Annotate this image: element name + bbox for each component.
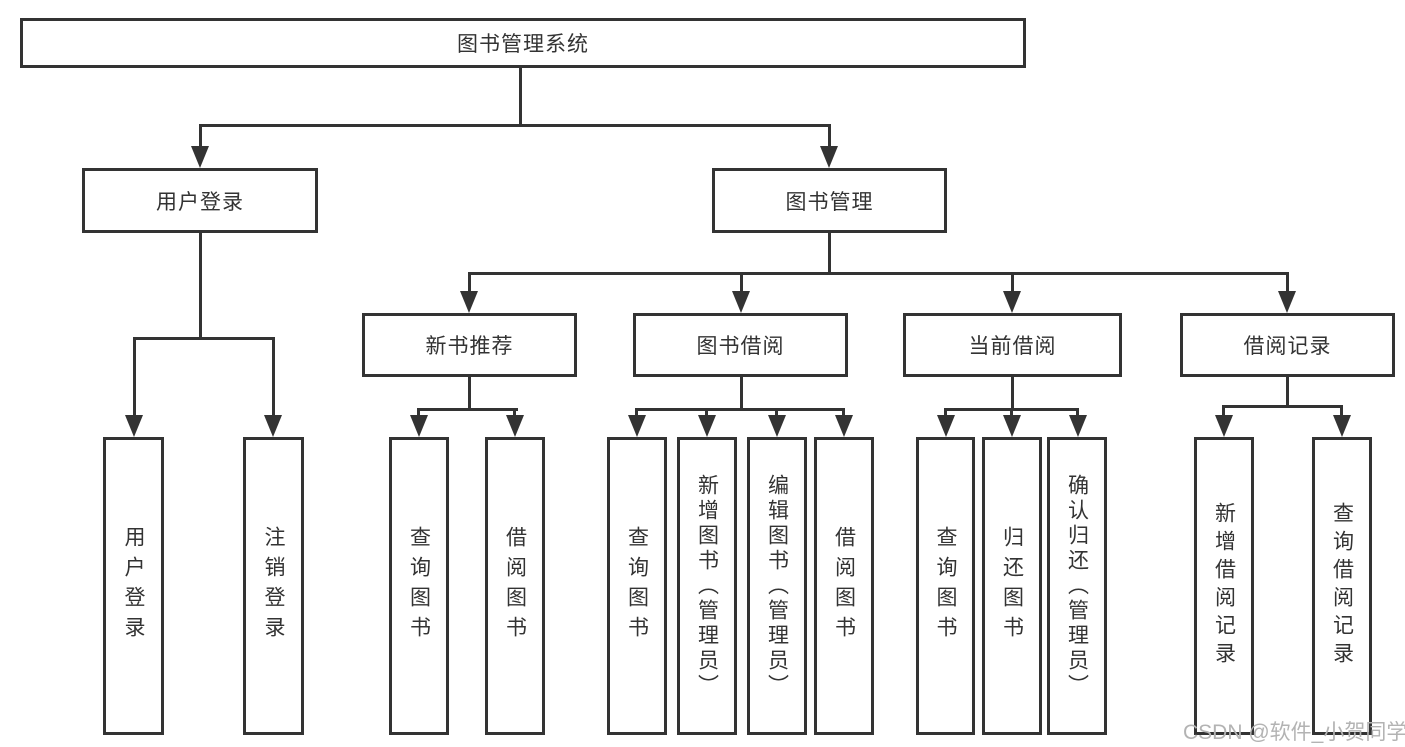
connector [272,337,275,419]
node-user-login: 用户登录 [82,168,318,233]
connector [133,337,136,419]
node-label: 图书管理系统 [457,33,589,56]
connector [1222,405,1343,408]
node-label: 确认归还（管理员） [1065,473,1089,699]
node-label: 用户登录 [156,190,244,214]
connector [1222,405,1225,419]
node-label: 借阅图书 [503,526,527,646]
node-label: 查询图书 [407,526,431,646]
arrowhead-icon [628,415,646,437]
arrowhead-icon [1069,415,1087,437]
arrowhead-icon [1003,291,1021,313]
leaf-cb-return-books: 归还图书 [982,437,1042,735]
connector [1340,405,1343,419]
connector [944,408,947,420]
arrowhead-icon [506,415,524,437]
arrowhead-icon [732,291,750,313]
leaf-bb-edit-books-admin: 编辑图书（管理员） [747,437,807,735]
leaf-nb-query-books: 查询图书 [389,437,449,735]
leaf-bb-query-books: 查询图书 [607,437,667,735]
arrowhead-icon [698,415,716,437]
node-label: 图书管理 [785,190,874,214]
node-book-borrowing: 图书借阅 [633,313,848,377]
arrowhead-icon [460,291,478,313]
node-label: 编辑图书（管理员） [765,473,789,699]
connector [705,408,708,420]
connector [1011,377,1014,411]
leaf-br-add-record: 新增借阅记录 [1194,437,1254,735]
arrowhead-icon [191,146,209,168]
arrowhead-icon [835,415,853,437]
connector [1010,408,1013,420]
connector [133,337,275,340]
arrowhead-icon [1003,415,1021,437]
connector [1076,408,1079,420]
connector [519,68,522,127]
connector [740,272,743,294]
connector [1011,272,1014,294]
connector [828,124,831,152]
node-label: 借阅记录 [1243,335,1332,358]
leaf-br-query-record: 查询借阅记录 [1312,437,1372,735]
arrowhead-icon [1278,291,1296,313]
arrowhead-icon [410,415,428,437]
node-label: 查询图书 [934,526,957,646]
connector [635,408,638,420]
connector [468,272,1289,275]
node-label: 当前借阅 [968,335,1057,358]
arrowhead-icon [820,146,838,168]
connector [199,233,202,340]
leaf-cb-confirm-return-admin: 确认归还（管理员） [1047,437,1107,735]
node-label: 图书借阅 [696,335,785,358]
connector [199,124,831,127]
node-book-management: 图书管理 [712,168,947,233]
node-library-management-system: 图书管理系统 [20,18,1026,68]
connector [1286,377,1289,408]
node-label: 新增图书（管理员） [695,473,719,699]
connector [468,272,471,294]
arrowhead-icon [937,415,955,437]
connector [417,408,420,420]
node-label: 注销登录 [262,526,285,646]
node-label: 新增借阅记录 [1212,502,1236,670]
arrowhead-icon [125,415,143,437]
leaf-bb-add-books-admin: 新增图书（管理员） [677,437,737,735]
connector [199,124,202,152]
leaf-bb-borrow-books: 借阅图书 [814,437,874,735]
node-label: 查询图书 [625,526,649,646]
node-label: 新书推荐 [425,335,514,358]
node-current-borrowing: 当前借阅 [903,313,1122,377]
leaf-cb-query-books: 查询图书 [916,437,975,735]
node-label: 用户登录 [122,526,145,646]
leaf-user-login: 用户登录 [103,437,164,735]
arrowhead-icon [1333,415,1351,437]
connector [468,377,471,411]
arrowhead-icon [768,415,786,437]
connector [1286,272,1289,294]
node-label: 归还图书 [1000,526,1024,646]
connector [417,408,518,411]
node-new-book-recommend: 新书推荐 [362,313,577,377]
connector [635,408,845,411]
leaf-logout: 注销登录 [243,437,304,735]
watermark: CSDN @软件_小贺同学 [1183,721,1405,744]
arrowhead-icon [1215,415,1233,437]
connector [740,377,743,411]
leaf-nb-borrow-books: 借阅图书 [485,437,545,735]
node-borrowing-records: 借阅记录 [1180,313,1395,377]
connector [513,408,516,420]
arrowhead-icon [264,415,282,437]
node-label: 借阅图书 [832,526,856,646]
node-label: 查询借阅记录 [1330,502,1354,670]
connector [775,408,778,420]
connector [842,408,845,420]
connector [828,233,831,275]
